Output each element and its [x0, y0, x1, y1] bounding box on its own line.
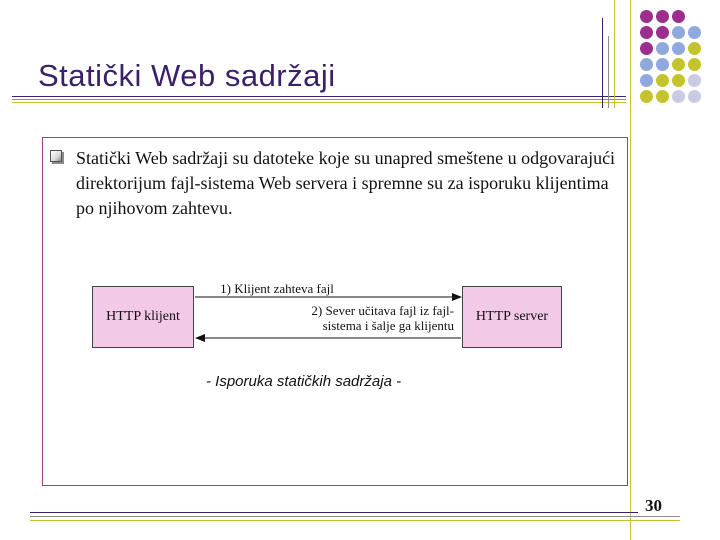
http-client-label: HTTP klijent	[106, 309, 180, 324]
decor-dot	[672, 26, 685, 39]
right-vertical-line-1	[602, 18, 603, 108]
request-label: 1) Klijent zahteva fajl	[220, 281, 334, 296]
http-server-label: HTTP server	[475, 309, 549, 324]
decor-dot	[688, 58, 701, 71]
title-underline-top	[12, 96, 626, 97]
decor-dot	[656, 90, 669, 103]
decor-dot	[672, 58, 685, 71]
http-server-box: HTTP server	[462, 286, 562, 348]
decor-dot	[672, 10, 685, 23]
decor-dot	[656, 74, 669, 87]
decor-dot	[640, 10, 653, 23]
title-underline-mid	[12, 99, 626, 100]
decor-dot	[640, 90, 653, 103]
decor-dot	[640, 26, 653, 39]
right-vertical-line-3	[614, 0, 615, 108]
content-frame	[42, 137, 628, 486]
decor-dot	[640, 74, 653, 87]
footer-line-1	[30, 512, 638, 513]
decor-dot	[672, 42, 685, 55]
footer-line-3	[30, 520, 680, 521]
decor-dot	[640, 42, 653, 55]
decor-dot	[656, 26, 669, 39]
right-vertical-line-4	[630, 0, 631, 540]
decor-dot	[688, 90, 701, 103]
title-underline-low	[12, 102, 626, 103]
slide-title: Statički Web sadržaji	[38, 58, 336, 93]
decor-dot	[656, 42, 669, 55]
diagram-caption: - Isporuka statičkih sadržaja -	[206, 373, 402, 390]
bullet-square-icon	[50, 150, 62, 162]
decor-dot	[656, 58, 669, 71]
decor-dot	[688, 42, 701, 55]
decor-dot	[688, 74, 701, 87]
decor-dot	[656, 10, 669, 23]
decor-dot	[688, 26, 701, 39]
decor-dot	[640, 58, 653, 71]
page-number: 30	[645, 496, 662, 515]
decorative-dot-grid	[640, 10, 712, 110]
right-vertical-line-2	[608, 36, 609, 108]
decor-dot	[672, 90, 685, 103]
http-client-box: HTTP klijent	[92, 286, 194, 348]
decor-dot	[672, 74, 685, 87]
response-label-line2: sistema i šalje ga klijentu	[322, 318, 454, 333]
bullet-text: Statički Web sadržaji su datoteke koje s…	[76, 148, 616, 218]
response-label-line1: 2) Sever učitava fajl iz fajl-	[311, 303, 454, 318]
footer-line-2	[30, 516, 680, 517]
